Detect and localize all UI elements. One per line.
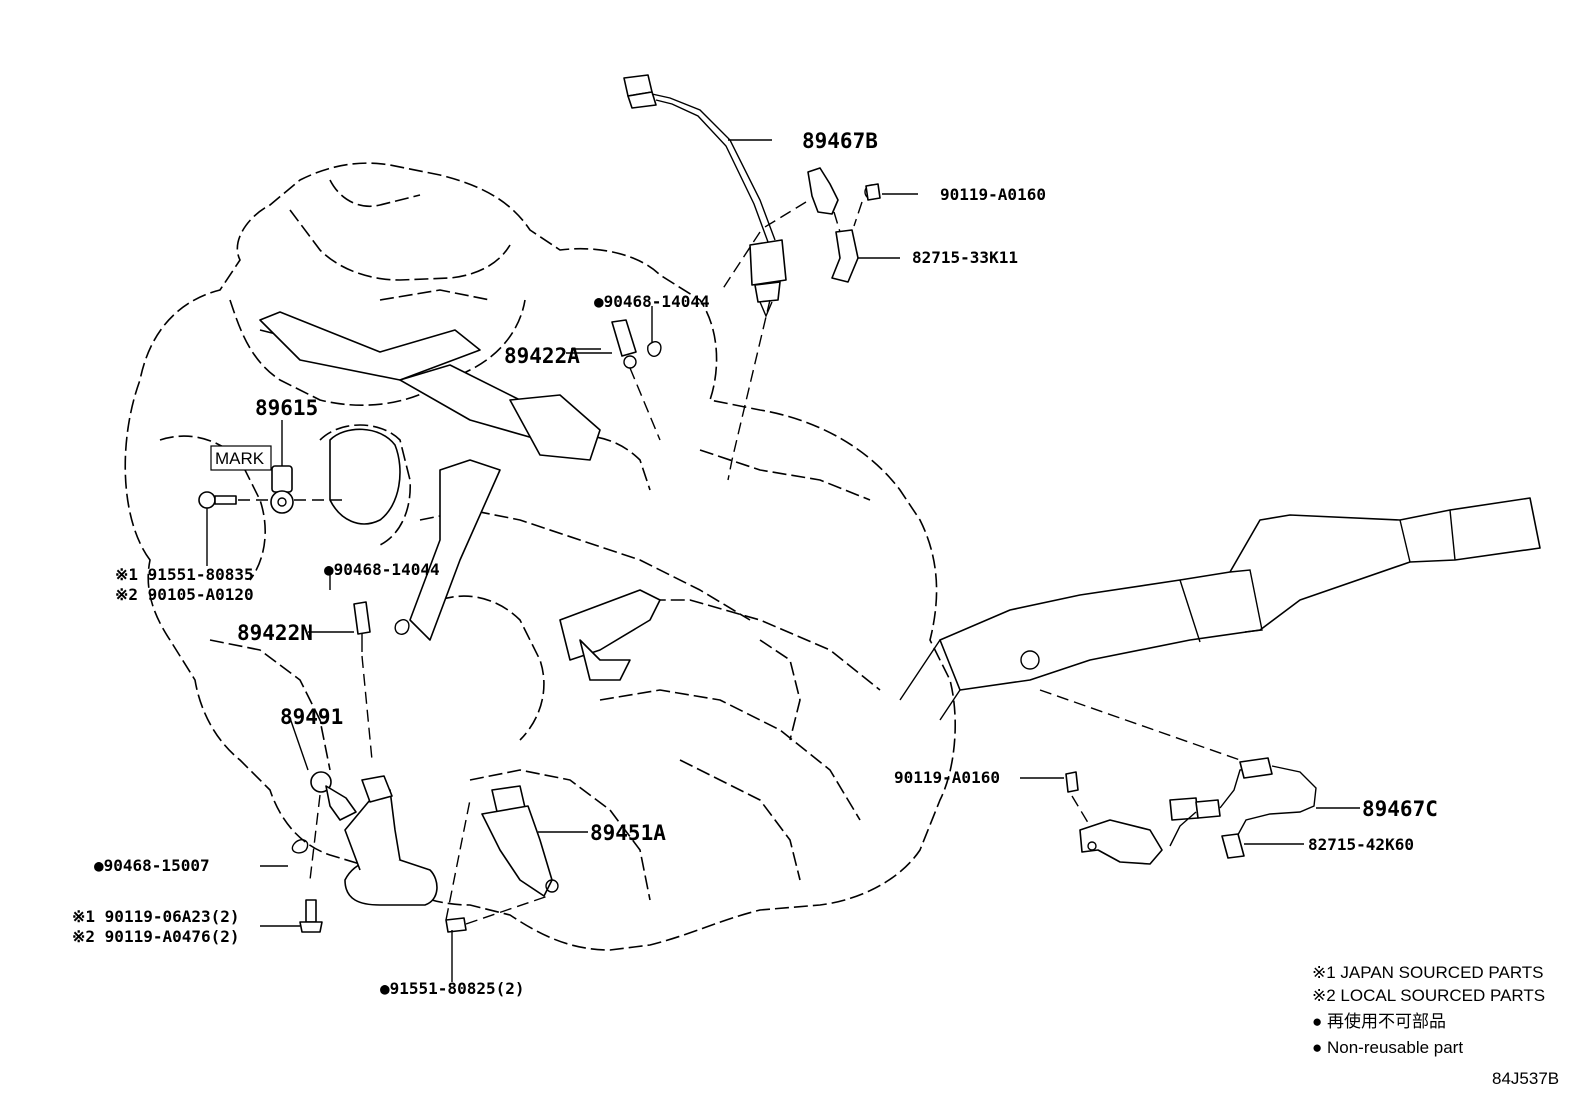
- label-90119-A0160-top: 90119-A0160: [940, 185, 1046, 204]
- label-90468-15007: ●90468-15007: [94, 856, 210, 875]
- bracket-82715-42K60: [1065, 771, 1163, 865]
- engine-details: [259, 311, 661, 906]
- oxygen-sensor-89467C: [1169, 757, 1317, 859]
- bracket-82715-33K11: [759, 167, 881, 283]
- diagram-code: 84J537B: [1492, 1069, 1559, 1088]
- label-mark: MARK: [215, 449, 265, 468]
- exhaust-assembly: [899, 497, 1541, 721]
- label-90105-A0120: ※2 90105-A0120: [115, 585, 254, 604]
- sensor-89491: [291, 771, 393, 881]
- legend-line-4: ● Non-reusable part: [1312, 1038, 1463, 1057]
- label-90468-14044-top: ●90468-14044: [594, 292, 710, 311]
- label-89491: 89491: [280, 705, 343, 729]
- label-82715-42K60: 82715-42K60: [1308, 835, 1414, 854]
- label-91551-80835: ※1 91551-80835: [115, 565, 254, 584]
- label-89422N: 89422N: [237, 621, 313, 645]
- label-90468-14044-mid: ●90468-14044: [324, 560, 440, 579]
- label-89422A: 89422A: [504, 344, 580, 368]
- label-82715-33K11: 82715-33K11: [912, 248, 1018, 267]
- label-90119-A0476: ※2 90119-A0476(2): [72, 927, 240, 946]
- mark-box: [210, 445, 272, 471]
- label-90119-A0160-right: 90119-A0160: [894, 768, 1000, 787]
- sensor-89422A: [611, 319, 662, 441]
- switch-89451A: [445, 785, 559, 933]
- legend: ※1 JAPAN SOURCED PARTS ※2 LOCAL SOURCED …: [1312, 963, 1545, 1057]
- label-89451A: 89451A: [590, 821, 666, 845]
- legend-line-3: ● 再使用不可部品: [1312, 1011, 1446, 1031]
- label-90119-06A23: ※1 90119-06A23(2): [72, 907, 240, 926]
- label-91551-80825: ●91551-80825(2): [380, 979, 525, 998]
- legend-line-1: ※1 JAPAN SOURCED PARTS: [1312, 963, 1544, 982]
- label-89467B: 89467B: [802, 129, 878, 153]
- bolt-90119-06A23: [299, 899, 323, 933]
- label-89615: 89615: [255, 396, 318, 420]
- sensor-89422N: [353, 601, 410, 761]
- label-89467C: 89467C: [1362, 797, 1438, 821]
- oxygen-sensor-89467B: [623, 74, 787, 318]
- legend-line-2: ※2 LOCAL SOURCED PARTS: [1312, 986, 1545, 1005]
- part-labels: 89467B 90119-A0160 82715-33K11 ●90468-14…: [72, 129, 1438, 998]
- knock-sensor-89615: [198, 465, 346, 514]
